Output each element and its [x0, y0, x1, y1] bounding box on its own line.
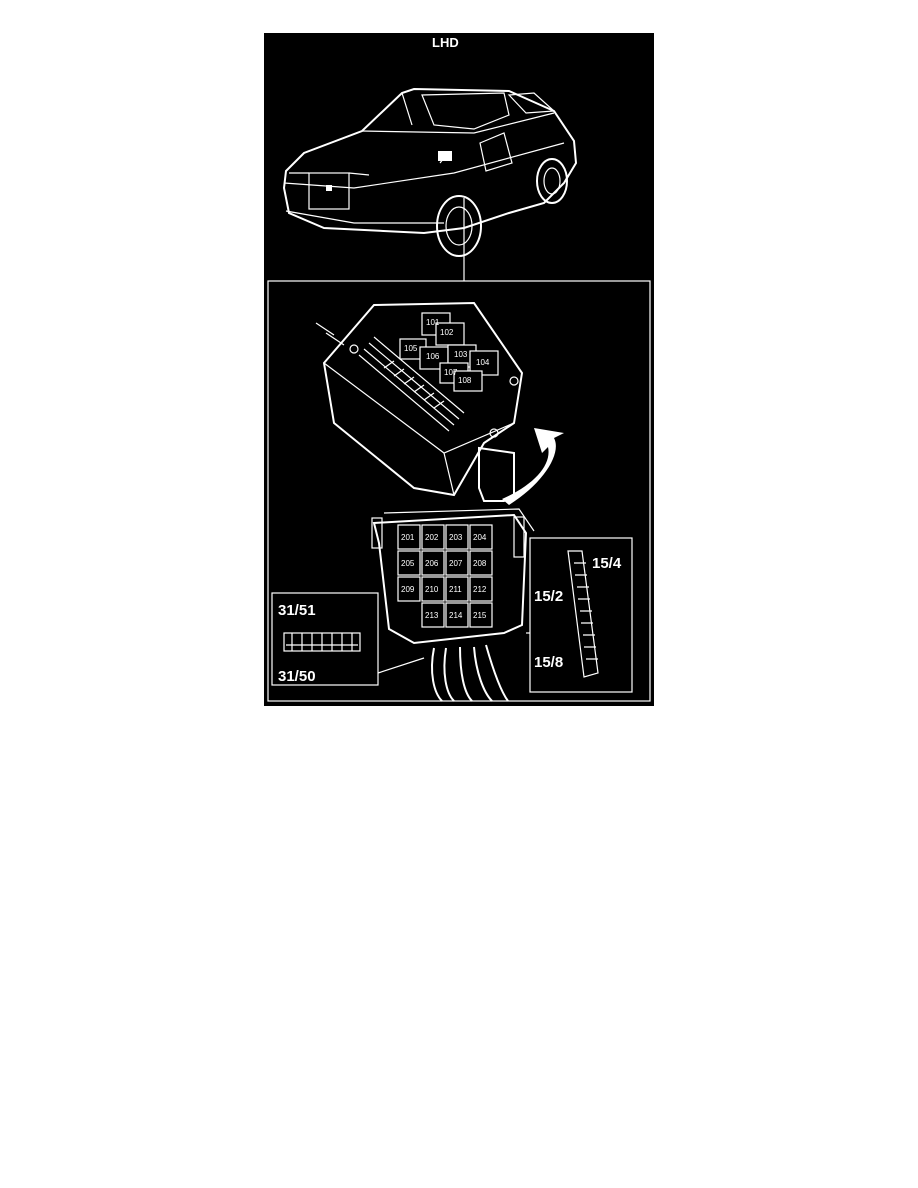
car-illustration — [282, 87, 578, 257]
relay-213: 213 — [425, 611, 439, 620]
relay-208: 208 — [473, 559, 487, 568]
mounting-bracket — [478, 446, 515, 502]
lower-relay-grid: 201 202 203 204 205 206 207 208 209 210 211 212 213 2… — [397, 524, 493, 628]
label-31-50: 31/50 — [278, 668, 316, 685]
relay-210: 210 — [425, 585, 439, 594]
relay-211: 211 — [449, 585, 462, 594]
relay-204-box — [469, 524, 493, 550]
left-inset: 31/51 31/50 — [271, 592, 425, 686]
relay-101: 101 — [426, 318, 440, 327]
relay-201: 201 — [401, 533, 415, 542]
relay-102: 102 — [440, 328, 454, 337]
right-inset: 15/4 15/2 15/8 — [526, 537, 633, 693]
upper-relay-box: 101 102 105 106 103 104 107 108 — [315, 301, 524, 497]
relay-212-box — [469, 576, 493, 602]
relay-207: 207 — [449, 559, 463, 568]
relay-103: 103 — [454, 350, 468, 359]
wiring-diagram-figure: LHD — [264, 33, 654, 706]
relay-108: 108 — [458, 376, 472, 385]
relay-209-box — [397, 576, 421, 602]
label-15-2: 15/2 — [534, 588, 563, 605]
detail-frame — [267, 280, 651, 702]
relay-203-box — [445, 524, 469, 550]
relay-201-box — [397, 524, 421, 550]
relay-104: 104 — [476, 358, 490, 367]
relay-202: 202 — [425, 533, 439, 542]
relay-211-box — [445, 576, 469, 602]
relay-202-box — [421, 524, 445, 550]
lower-relay-box — [371, 508, 535, 645]
relay-215-box — [469, 602, 493, 628]
relay-206-box — [421, 550, 445, 576]
relay-105: 105 — [404, 344, 418, 353]
relay-206: 206 — [425, 559, 439, 568]
relay-212: 212 — [473, 585, 487, 594]
relay-213-box — [421, 602, 445, 628]
relay-107: 107 — [444, 368, 458, 377]
relay-209: 209 — [401, 585, 415, 594]
relay-208-box — [469, 550, 493, 576]
relay-214: 214 — [449, 611, 463, 620]
relay-203: 203 — [449, 533, 463, 542]
diagram-svg: LHD — [267, 35, 651, 702]
relay-215: 215 — [473, 611, 487, 620]
relay-106: 106 — [426, 352, 440, 361]
label-15-8: 15/8 — [534, 654, 563, 671]
relay-210-box — [421, 576, 445, 602]
cable-bundle — [431, 644, 509, 702]
label-31-51: 31/51 — [278, 602, 316, 619]
relay-207-box — [445, 550, 469, 576]
relay-214-box — [445, 602, 469, 628]
relay-205: 205 — [401, 559, 415, 568]
relay-204: 204 — [473, 533, 487, 542]
relay-205-box — [397, 550, 421, 576]
curved-arrow — [502, 428, 564, 505]
lhd-heading: LHD — [432, 35, 459, 50]
label-15-4: 15/4 — [592, 555, 622, 572]
